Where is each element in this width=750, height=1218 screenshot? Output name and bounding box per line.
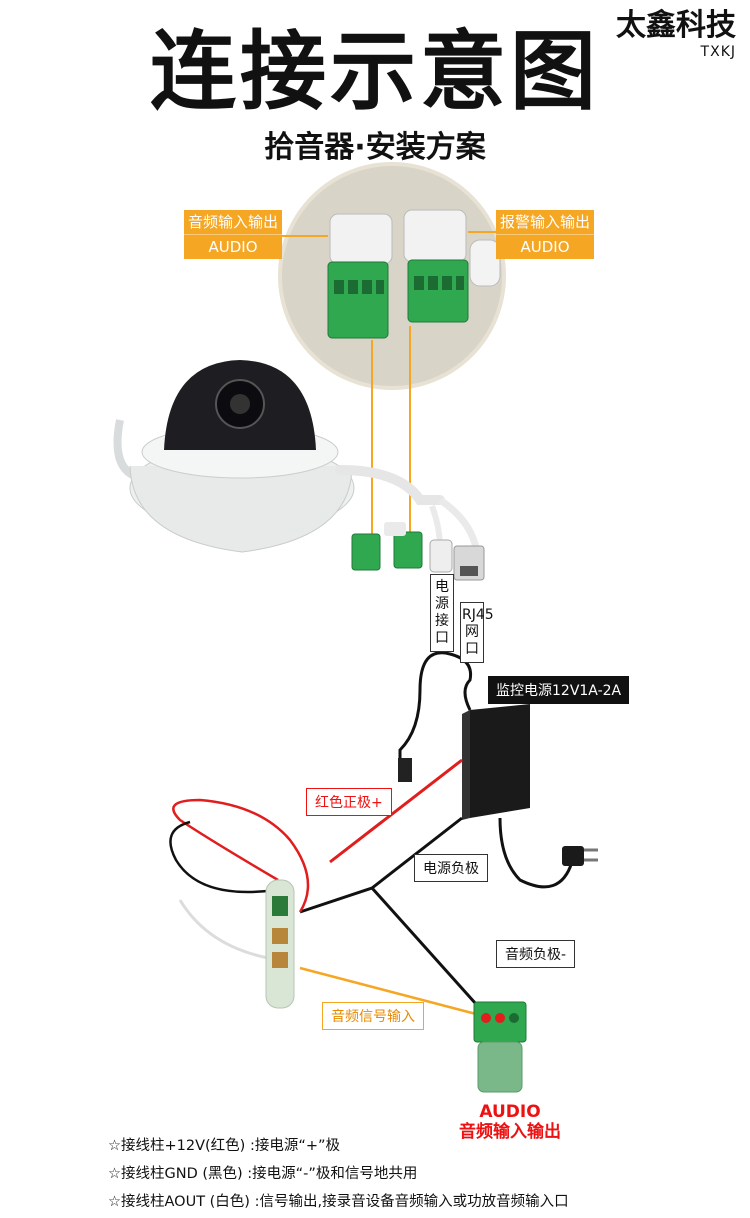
callout-audio-io-en: AUDIO xyxy=(184,234,282,259)
label-audio-negative: 音频负极- xyxy=(496,940,576,968)
callout-alarm-io: 报警输入输出 AUDIO xyxy=(496,210,594,259)
brand-logo: 太鑫科技 TXKJ xyxy=(616,8,736,60)
label-power-negative: 电源负极 xyxy=(414,854,488,882)
audio-output-cn: 音频输入输出 xyxy=(459,1122,561,1142)
pigtail-terminals xyxy=(351,522,423,571)
audio-output-caption: AUDIO 音频输入输出 xyxy=(440,1102,580,1142)
callout-alarm-io-en: AUDIO xyxy=(496,234,594,259)
connector-zoom-circle xyxy=(278,162,506,390)
pickup-module xyxy=(169,798,310,1009)
note-gnd: ☆接线柱GND (黑色) :接电源“-”极和信号地共用 xyxy=(108,1166,418,1182)
callout-audio-io-cn: 音频输入输出 xyxy=(187,213,278,231)
label-rj45: RJ45网口 xyxy=(460,602,494,663)
page-subtitle: 拾音器·安装方案 xyxy=(264,130,486,165)
audio-output-en: AUDIO xyxy=(479,1102,541,1122)
label-audio-signal-in: 音频信号输入 xyxy=(322,1002,424,1030)
power-adapter xyxy=(398,651,598,889)
label-psu: 监控电源12V1A-2A xyxy=(488,676,630,704)
note-aout: ☆接线柱AOUT (白色) :信号输出,接录音设备音频输入或功放音频输入口 xyxy=(108,1194,569,1210)
callout-alarm-io-cn: 报警输入输出 xyxy=(499,213,590,231)
callout-audio-io: 音频输入输出 AUDIO xyxy=(184,210,282,259)
brand-abbr: TXKJ xyxy=(700,44,736,60)
brand-name: 太鑫科技 xyxy=(616,8,736,43)
audio-terminal xyxy=(473,1001,527,1093)
dome-camera xyxy=(113,360,355,553)
label-power-port: 电源接口 xyxy=(430,574,454,652)
note-12v: ☆接线柱+12V(红色) :接电源“+”极 xyxy=(108,1138,340,1154)
page-title: 连接示意图 xyxy=(150,22,600,122)
label-red-positive: 红色正极+ xyxy=(306,788,392,816)
